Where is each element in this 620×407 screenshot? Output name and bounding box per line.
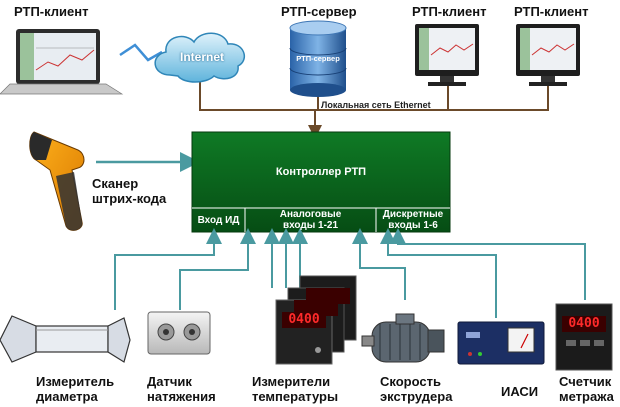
controller-title: Контроллер РТП xyxy=(275,166,367,178)
wireless-signal-icon xyxy=(119,43,163,62)
server-label: РТП-сервер xyxy=(281,4,357,19)
internet-cloud-icon xyxy=(154,32,246,83)
diameter-label-line1: Измеритель xyxy=(36,374,115,389)
temperature-meters-icon xyxy=(275,275,357,365)
server-database-icon xyxy=(289,20,347,97)
ethernet-lines xyxy=(199,80,549,139)
tension-label-line2: натяжения xyxy=(147,389,216,404)
scanner-label-line2: штрих-кода xyxy=(92,191,167,206)
discrete-label-line1: Дискретные xyxy=(382,209,444,220)
barcode-scanner-icon xyxy=(29,131,85,231)
length-meter-display: 0400 xyxy=(568,316,600,331)
scanner-label-line1: Сканер xyxy=(92,176,139,191)
speed-label-line2: экструдера xyxy=(380,389,453,404)
iasi-label: ИАСИ xyxy=(501,384,539,399)
server-tag-label: РТП-сервер xyxy=(296,54,340,63)
client-left-label: РТП-клиент xyxy=(14,4,89,19)
ethernet-label: Локальная сеть Ethernet xyxy=(321,100,431,110)
length-counter-icon xyxy=(555,303,613,371)
temp-label-line1: Измерители xyxy=(252,374,331,389)
monitor-client-icon-mid xyxy=(415,24,479,86)
diameter-label-line2: диаметра xyxy=(36,389,98,404)
length-label-line2: метража xyxy=(559,389,614,404)
speed-label-line1: Скорость xyxy=(380,374,441,389)
client-mid-label: РТП-клиент xyxy=(412,4,487,19)
analog-label-line1: Аналоговые xyxy=(279,209,342,220)
internet-label: Internet xyxy=(179,50,224,64)
iasi-device-icon xyxy=(457,321,545,365)
diameter-meter-icon xyxy=(0,315,131,363)
monitor-client-icon-right xyxy=(516,24,580,86)
device-links xyxy=(114,228,586,318)
extruder-motor-icon xyxy=(361,313,445,363)
discrete-label-line2: входы 1-6 xyxy=(388,220,438,231)
laptop-client-icon xyxy=(0,29,124,95)
length-label-line1: Счетчик xyxy=(559,374,612,389)
tension-sensor-icon xyxy=(147,311,211,355)
client-right-label: РТП-клиент xyxy=(514,4,589,19)
controller-box xyxy=(191,131,451,233)
analog-label-line2: входы 1-21 xyxy=(282,220,339,231)
tension-label-line1: Датчик xyxy=(147,374,192,389)
temp-label-line2: температуры xyxy=(252,389,339,404)
input-id-label: Вход ИД xyxy=(197,215,240,226)
temp-meter-display: 0400 xyxy=(288,312,320,327)
